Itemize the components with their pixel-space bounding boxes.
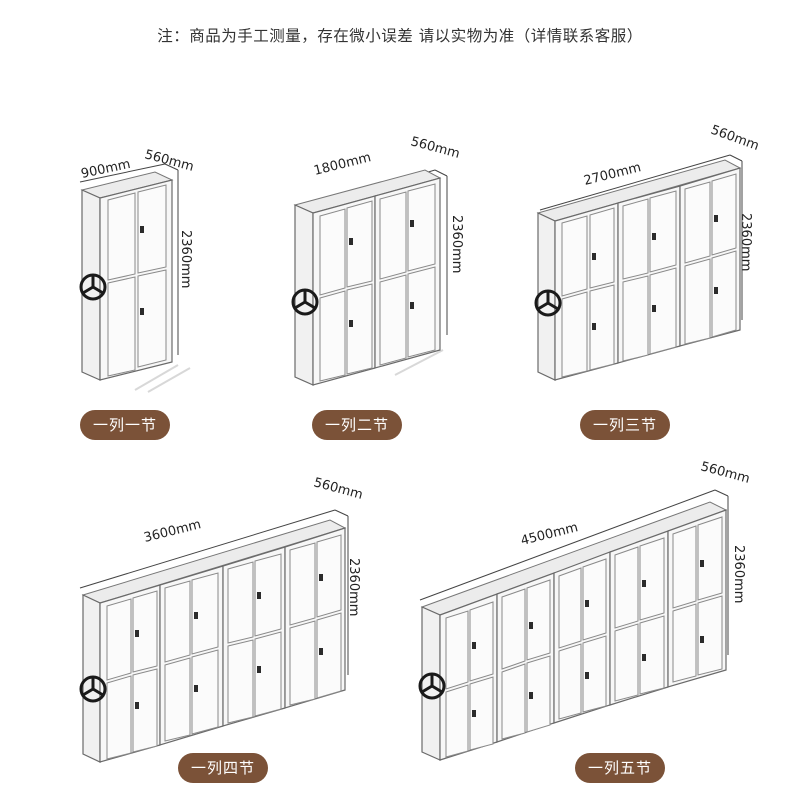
product-badge-5: 一列五节: [575, 753, 665, 783]
height-label: 2360mm: [178, 230, 193, 288]
lock-icon: [585, 672, 589, 679]
cabinet-5-sections: 4500mm 560mm 2360mm: [418, 460, 751, 761]
width-label: 2700mm: [582, 160, 642, 189]
lock-icon: [714, 215, 718, 222]
cabinet-3-sections: 2700mm 560mm 2360mm: [534, 123, 761, 381]
height-label: 2360mm: [449, 215, 464, 273]
product-badge-4: 一列四节: [178, 753, 268, 783]
lock-icon: [410, 302, 414, 309]
lock-icon: [319, 648, 323, 655]
depth-label: 560mm: [312, 475, 364, 502]
lock-icon: [194, 685, 198, 692]
product-badge-2: 一列二节: [312, 410, 402, 440]
depth-label: 560mm: [409, 134, 461, 161]
lock-icon: [319, 574, 323, 581]
lock-icon: [410, 220, 414, 227]
width-label: 900mm: [80, 157, 132, 182]
lock-icon: [257, 666, 261, 673]
lock-icon: [585, 600, 589, 607]
lock-icon: [642, 654, 646, 661]
lock-icon: [472, 710, 476, 717]
lock-icon: [472, 642, 476, 649]
lock-icon: [257, 592, 261, 599]
depth-label: 560mm: [143, 147, 195, 174]
lock-icon: [529, 622, 533, 629]
cabinet-4-sections: 3600mm 560mm 2360mm: [79, 475, 364, 763]
lock-icon: [349, 320, 353, 327]
lock-icon: [349, 238, 353, 245]
depth-label: 560mm: [709, 123, 761, 154]
lock-icon: [652, 233, 656, 240]
handwheel-icon: [418, 672, 446, 700]
lock-icon: [194, 612, 198, 619]
lock-icon: [140, 226, 144, 233]
lock-icon: [592, 253, 596, 260]
lock-icon: [135, 702, 139, 709]
product-badge-3: 一列三节: [580, 410, 670, 440]
lock-icon: [652, 305, 656, 312]
cabinet-1-section: 900mm 560mm 2360mm: [79, 147, 195, 393]
width-label: 1800mm: [312, 150, 372, 179]
height-label: 2360mm: [346, 558, 361, 616]
lock-icon: [642, 580, 646, 587]
height-label: 2360mm: [731, 545, 746, 603]
handwheel-icon: [79, 273, 107, 301]
lock-icon: [700, 560, 704, 567]
cabinet-2-sections: 1800mm 560mm 2360mm: [291, 134, 464, 386]
handwheel-icon: [291, 288, 319, 316]
depth-label: 560mm: [699, 460, 751, 487]
lock-icon: [714, 287, 718, 294]
width-label: 4500mm: [519, 520, 579, 549]
measurement-note: 注：商品为手工测量，存在微小误差 请以实物为准（详情联系客服）: [157, 27, 643, 45]
product-badge-1: 一列一节: [80, 410, 170, 440]
lock-icon: [700, 636, 704, 643]
handwheel-icon: [79, 675, 107, 703]
lock-icon: [140, 308, 144, 315]
handwheel-icon: [534, 289, 562, 317]
lock-icon: [529, 692, 533, 699]
width-label: 3600mm: [142, 517, 202, 546]
lock-icon: [135, 630, 139, 637]
lock-icon: [592, 323, 596, 330]
